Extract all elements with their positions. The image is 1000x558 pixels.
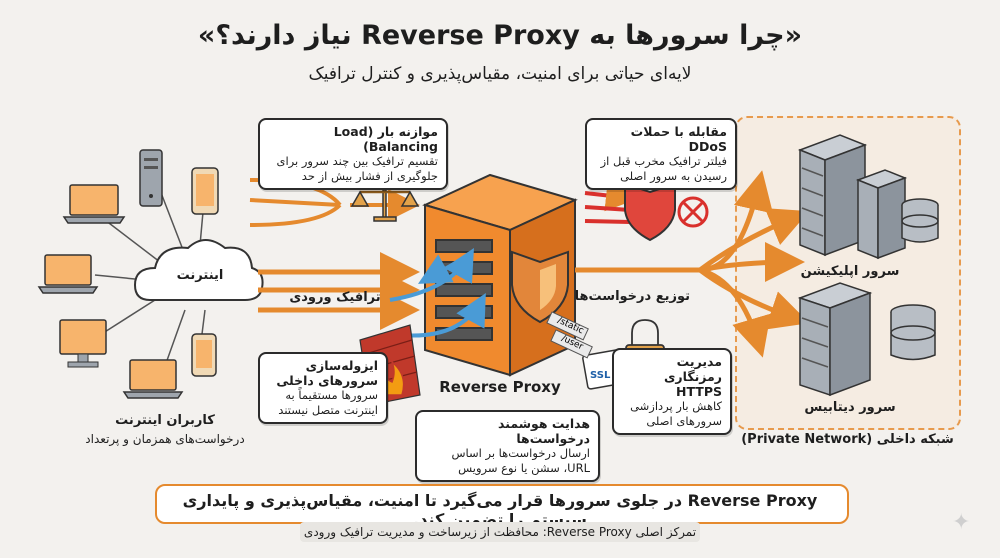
summary-note: تمرکز اصلی Reverse Proxy: محافظت از زیرس… [300, 522, 700, 542]
users-description: درخواست‌های همزمان و پرتعداد [85, 432, 245, 446]
path-tag-static [546, 311, 589, 341]
balance-scale-icon [350, 189, 420, 222]
https-desc: کاهش بار پردازشی سرورهای اصلی [630, 399, 722, 428]
smart-routing-desc: ارسال درخواست‌ها بر اساس URL، سشن یا نوع… [451, 446, 590, 475]
users-title: کاربران اینترنت [115, 413, 215, 428]
database-icon [901, 198, 939, 243]
laptop-icon [122, 359, 184, 399]
server-tower-icon [139, 149, 163, 207]
ddos-title: مقابله با حملات DDoS [630, 124, 727, 154]
ddos-shield-icon [624, 182, 676, 242]
laptop-icon [37, 254, 99, 294]
distribution-arrows [575, 170, 810, 358]
summary-box [155, 484, 849, 524]
smartphone-icon [191, 167, 219, 215]
application-server-icon [797, 134, 868, 257]
database-server-icon [797, 282, 873, 397]
load-balancing-desc: تقسیم ترافیک بین چند سرور برای جلوگیری ا… [276, 154, 438, 183]
load-balancing-title: موازنه بار (Load Balancing) [333, 124, 438, 154]
load-balancing-callout: موازنه بار (Load Balancing) تقسیم ترافیک… [258, 118, 448, 190]
desktop-computer-icon [59, 319, 107, 368]
ddos-attack-arrows [584, 179, 638, 224]
database-icon [890, 304, 936, 361]
blocked-attack-icon [677, 196, 709, 228]
private-network-label: شبکه داخلی (Private Network) [741, 432, 954, 447]
page-subtitle: لایه‌ای حیاتی برای امنیت، مقیاس‌پذیری و … [308, 64, 692, 84]
ddos-callout: مقابله با حملات DDoS فیلتر ترافیک مخرب ق… [585, 118, 737, 190]
app-server-label: سرور اپلیکیشن [800, 264, 900, 279]
internet-label: اینترنت [176, 268, 224, 283]
page-title: «چرا سرورها به Reverse Proxy نیاز دارند؟… [197, 20, 803, 51]
isolation-title: ایزوله‌سازی سرورهای داخلی [276, 358, 378, 388]
isolation-callout: ایزوله‌سازی سرورهای داخلی سرورها مستقیما… [258, 352, 388, 424]
smart-routing-callout: هدایت هوشمند درخواست‌ها ارسال درخواست‌ها… [415, 410, 600, 482]
smart-routing-title: هدایت هوشمند درخواست‌ها [498, 416, 590, 446]
reverse-proxy-label: Reverse Proxy [439, 378, 561, 396]
db-server-label: سرور دیتابیس [804, 400, 896, 415]
incoming-traffic-label: ترافیک ورودی [289, 290, 381, 305]
ddos-desc: فیلتر ترافیک مخرب قبل از رسیدن به سرور ا… [600, 154, 727, 183]
https-callout: مدیریت رمزنگاری HTTPS کاهش بار پردازشی س… [612, 348, 732, 435]
ssl-label: SSL [590, 370, 611, 381]
isolation-desc: سرورها مستقیماً به اینترنت متصل نیستند [278, 388, 378, 417]
sparkle-icon: ✦ [952, 510, 971, 535]
path-tag-user [550, 329, 593, 359]
security-shield-icon [511, 250, 569, 324]
distribution-label: توزیع درخواست‌ها [574, 289, 690, 304]
https-title: مدیریت رمزنگاری HTTPS [663, 354, 722, 399]
smartphone-icon [191, 333, 217, 377]
laptop-icon [62, 184, 126, 224]
routing-arrows-blue [389, 248, 486, 338]
application-server-icon [855, 169, 908, 260]
